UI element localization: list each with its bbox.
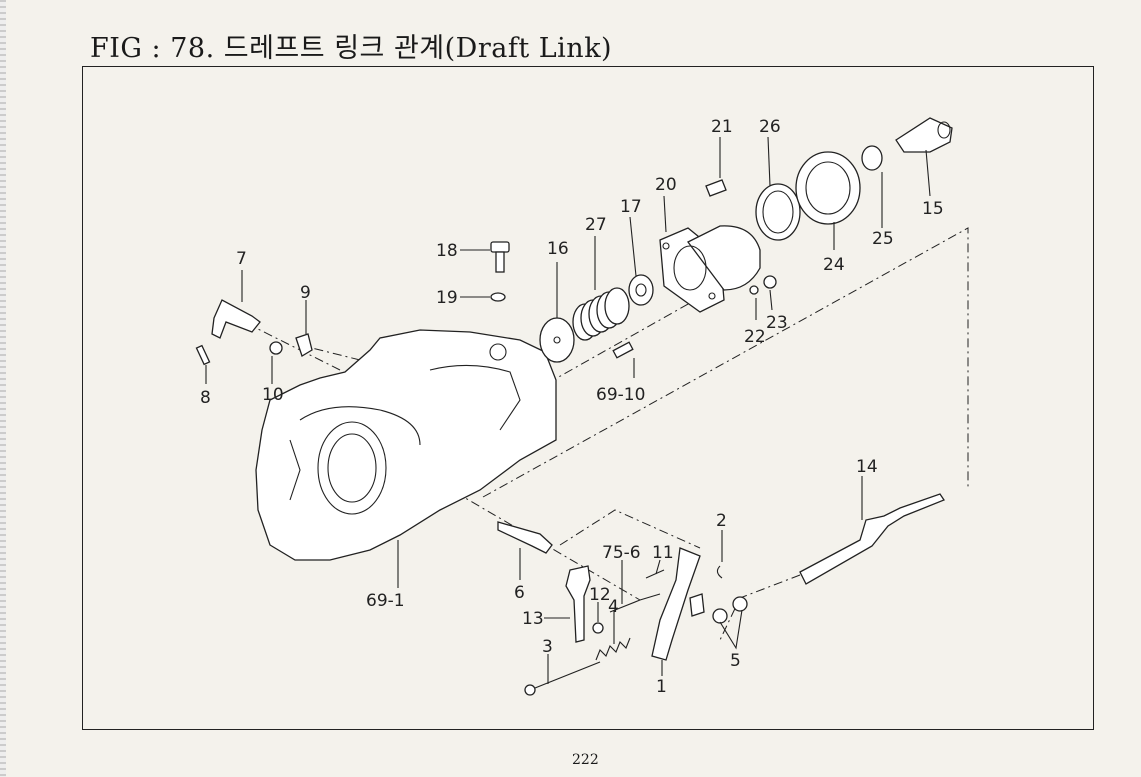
callout-12: 12 xyxy=(589,585,611,605)
scan-edge xyxy=(0,0,6,777)
piston-spring-group xyxy=(539,274,654,363)
ring-and-sensor-group xyxy=(755,117,953,241)
callout-6: 6 xyxy=(514,583,525,603)
callout-19: 19 xyxy=(436,288,458,308)
callout-21: 21 xyxy=(711,117,733,137)
callout-3: 3 xyxy=(542,637,553,657)
callout-5: 5 xyxy=(730,651,741,671)
callout-labels: 7 9 8 10 18 19 16 27 17 20 21 26 69-10 2… xyxy=(200,117,944,697)
callout-17: 17 xyxy=(620,197,642,217)
callout-4: 4 xyxy=(608,597,619,617)
callout-13: 13 xyxy=(522,609,544,629)
callout-15: 15 xyxy=(922,199,944,219)
callout-20: 20 xyxy=(655,175,677,195)
callout-10: 10 xyxy=(262,385,284,405)
callout-22: 22 xyxy=(744,327,766,347)
callout-25: 25 xyxy=(872,229,894,249)
callout-75-6: 75-6 xyxy=(602,543,641,563)
diagram-frame xyxy=(82,66,1094,730)
page-title: FIG : 78. 드레프트 링크 관계(Draft Link) xyxy=(90,33,613,64)
callout-8: 8 xyxy=(200,388,211,408)
cylinder-housing xyxy=(659,179,777,313)
arm-and-pin xyxy=(195,299,313,366)
lower-linkage xyxy=(497,493,945,696)
callout-9: 9 xyxy=(300,283,311,303)
callout-7: 7 xyxy=(236,249,247,269)
callout-18: 18 xyxy=(436,241,458,261)
page-number: 222 xyxy=(572,752,599,768)
callout-11: 11 xyxy=(652,543,674,563)
callout-69-1: 69-1 xyxy=(366,591,405,611)
callout-27: 27 xyxy=(585,215,607,235)
callout-23: 23 xyxy=(766,313,788,333)
callout-1: 1 xyxy=(656,677,667,697)
callout-16: 16 xyxy=(547,239,569,259)
callout-69-10: 69-10 xyxy=(596,385,645,405)
transmission-housing xyxy=(255,329,557,561)
callout-2: 2 xyxy=(716,511,727,531)
bolt-and-washer xyxy=(490,241,510,302)
callout-26: 26 xyxy=(759,117,781,137)
callout-24: 24 xyxy=(823,255,845,275)
callout-14: 14 xyxy=(856,457,878,477)
leader-lines xyxy=(205,136,931,684)
